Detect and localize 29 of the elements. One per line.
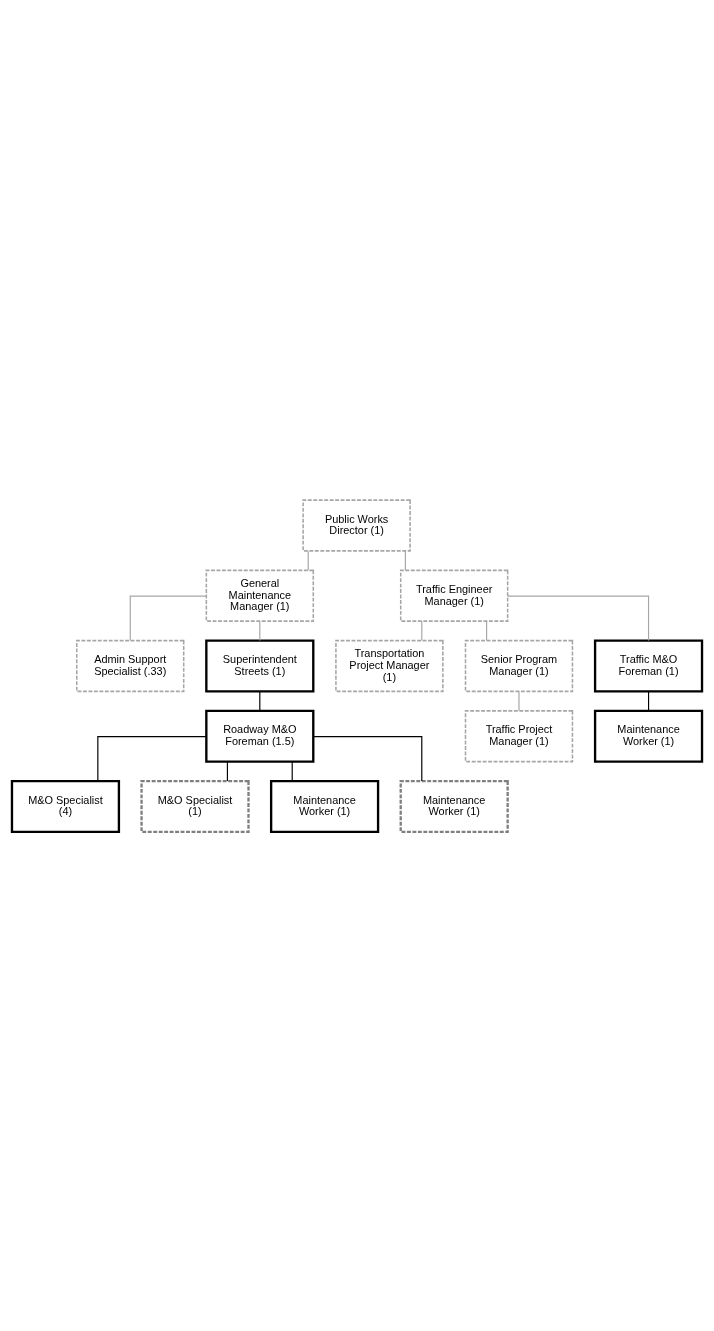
node-box: Traffic Engineer Manager (1) <box>399 569 509 622</box>
node-box: Transportation Project Manager (1) <box>335 639 444 692</box>
node-box: M&O Specialist (1) <box>140 779 250 833</box>
connector <box>421 620 423 641</box>
node-box: Roadway M&O Foreman (1.5) <box>205 709 315 763</box>
connector <box>226 760 228 782</box>
connector <box>507 595 650 641</box>
node-box: Traffic Project Manager (1) <box>464 709 574 762</box>
node-box: Traffic M&O Foreman (1) <box>593 638 704 693</box>
connector <box>486 620 488 641</box>
connector <box>97 735 207 782</box>
node-box: Public Works Director (1) <box>302 498 411 552</box>
node-box: Maintenance Worker (1) <box>593 709 704 763</box>
connector <box>518 690 520 711</box>
node-box: Admin Support Specialist (.33) <box>76 639 185 692</box>
connector <box>129 595 207 641</box>
node-box: Maintenance Worker (1) <box>399 779 509 833</box>
connector <box>291 760 293 782</box>
node-box: M&O Specialist (4) <box>10 779 121 833</box>
connector <box>259 690 261 711</box>
node-box: Superintendent Streets (1) <box>205 638 315 693</box>
connector <box>307 549 309 571</box>
node-box: Senior Program Manager (1) <box>464 639 574 692</box>
connector <box>312 735 423 782</box>
node-box: Maintenance Worker (1) <box>269 779 380 833</box>
connector <box>404 549 406 571</box>
connector <box>259 620 261 641</box>
connector <box>647 690 650 711</box>
node-box: General Maintenance Manager (1) <box>205 569 315 622</box>
